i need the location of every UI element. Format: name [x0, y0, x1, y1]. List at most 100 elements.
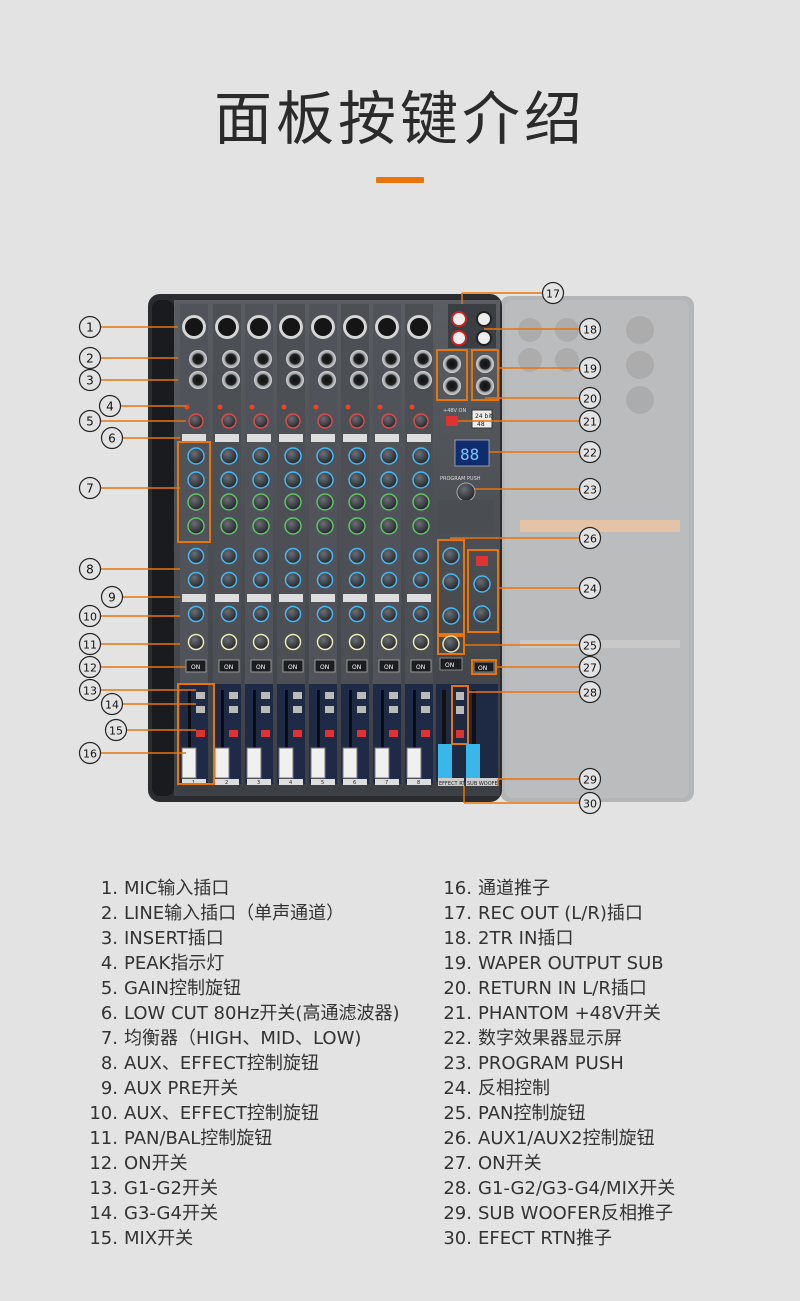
aux-pre-switch[interactable] [407, 594, 431, 602]
eq-knob[interactable] [284, 447, 302, 465]
sub-out-jack-1[interactable] [476, 355, 494, 373]
return-in-r-jack[interactable] [443, 377, 461, 395]
eq-knob[interactable] [252, 493, 270, 511]
low-cut-switch[interactable] [343, 434, 367, 442]
eq-knob[interactable] [316, 471, 334, 489]
aux-pre-switch[interactable] [279, 594, 303, 602]
aux-knob[interactable] [252, 547, 270, 565]
g1g2-switch[interactable] [421, 692, 430, 699]
eq-knob[interactable] [220, 493, 238, 511]
gain-knob[interactable] [381, 413, 397, 429]
gain-knob[interactable] [317, 413, 333, 429]
insert-jack[interactable] [318, 371, 336, 389]
pan-master-knob[interactable] [442, 635, 460, 653]
channel-fader-cap[interactable] [278, 747, 294, 779]
eq-knob[interactable] [284, 471, 302, 489]
channel-fader-cap[interactable] [406, 747, 422, 779]
pan-knob[interactable] [252, 633, 270, 651]
aux1-master-knob[interactable] [442, 547, 460, 565]
eq-knob[interactable] [220, 447, 238, 465]
aux-pre-switch[interactable] [247, 594, 271, 602]
eq-knob[interactable] [220, 471, 238, 489]
effect-knob[interactable] [187, 605, 205, 623]
low-cut-switch[interactable] [407, 434, 431, 442]
channel-on-button[interactable] [378, 659, 400, 673]
line-input-jack[interactable] [254, 350, 272, 368]
channel-fader-cap[interactable] [214, 747, 230, 779]
insert-jack[interactable] [382, 371, 400, 389]
channel-fader-cap[interactable] [246, 747, 262, 779]
gain-knob[interactable] [221, 413, 237, 429]
phantom-48v-switch[interactable] [446, 416, 458, 426]
line-input-jack[interactable] [414, 350, 432, 368]
eq-knob[interactable] [187, 493, 205, 511]
g3g4-switch-master[interactable] [456, 706, 464, 714]
aux-knob[interactable] [252, 571, 270, 589]
eq-knob[interactable] [412, 447, 430, 465]
line-input-jack[interactable] [189, 350, 207, 368]
eq-knob[interactable] [412, 517, 430, 535]
eq-knob[interactable] [348, 493, 366, 511]
low-cut-switch[interactable] [279, 434, 303, 442]
eq-knob[interactable] [380, 493, 398, 511]
aux-knob[interactable] [412, 547, 430, 565]
insert-jack[interactable] [350, 371, 368, 389]
program-push-knob[interactable] [456, 482, 476, 502]
sub-level-knob[interactable] [473, 575, 491, 593]
effect-knob[interactable] [220, 605, 238, 623]
line-input-jack[interactable] [222, 350, 240, 368]
g3g4-switch[interactable] [229, 706, 238, 713]
channel-fader-cap[interactable] [374, 747, 390, 779]
eq-knob[interactable] [316, 447, 334, 465]
g3g4-switch[interactable] [196, 706, 205, 713]
low-cut-switch[interactable] [311, 434, 335, 442]
eq-knob[interactable] [380, 471, 398, 489]
mix-switch[interactable] [196, 730, 205, 737]
channel-on-button[interactable] [185, 659, 207, 673]
eq-knob[interactable] [380, 447, 398, 465]
eq-knob[interactable] [316, 493, 334, 511]
insert-jack[interactable] [286, 371, 304, 389]
pan-knob[interactable] [220, 633, 238, 651]
aux-knob[interactable] [284, 547, 302, 565]
low-cut-switch[interactable] [247, 434, 271, 442]
aux-knob[interactable] [284, 571, 302, 589]
phase-switch[interactable] [476, 556, 488, 566]
pan-knob[interactable] [412, 633, 430, 651]
gain-knob[interactable] [253, 413, 269, 429]
channel-fader-cap[interactable] [181, 747, 197, 779]
g3g4-switch[interactable] [357, 706, 366, 713]
effect-knob[interactable] [252, 605, 270, 623]
line-input-jack[interactable] [382, 350, 400, 368]
pan-knob[interactable] [187, 633, 205, 651]
eq-knob[interactable] [187, 471, 205, 489]
aux-pre-switch[interactable] [182, 594, 206, 602]
g1g2-switch-master[interactable] [456, 692, 464, 700]
eq-knob[interactable] [348, 471, 366, 489]
mix-switch[interactable] [421, 730, 430, 737]
effect-knob[interactable] [380, 605, 398, 623]
insert-jack[interactable] [414, 371, 432, 389]
pan-knob[interactable] [284, 633, 302, 651]
aux-pre-switch[interactable] [215, 594, 239, 602]
pan-knob[interactable] [380, 633, 398, 651]
aux-pre-switch[interactable] [375, 594, 399, 602]
line-input-jack[interactable] [350, 350, 368, 368]
2tr-in-l-jack[interactable] [451, 330, 467, 346]
mix-switch-master[interactable] [456, 730, 464, 738]
line-input-jack[interactable] [318, 350, 336, 368]
channel-on-button[interactable] [346, 659, 368, 673]
g1g2-switch[interactable] [389, 692, 398, 699]
effect-knob[interactable] [412, 605, 430, 623]
g1g2-switch[interactable] [196, 692, 205, 699]
eq-knob[interactable] [252, 471, 270, 489]
g3g4-switch[interactable] [325, 706, 334, 713]
insert-jack[interactable] [189, 371, 207, 389]
g3g4-switch[interactable] [261, 706, 270, 713]
g3g4-switch[interactable] [421, 706, 430, 713]
mix-switch[interactable] [357, 730, 366, 737]
aux-knob[interactable] [380, 547, 398, 565]
eq-knob[interactable] [412, 471, 430, 489]
aux-knob[interactable] [316, 547, 334, 565]
g1g2-switch[interactable] [357, 692, 366, 699]
